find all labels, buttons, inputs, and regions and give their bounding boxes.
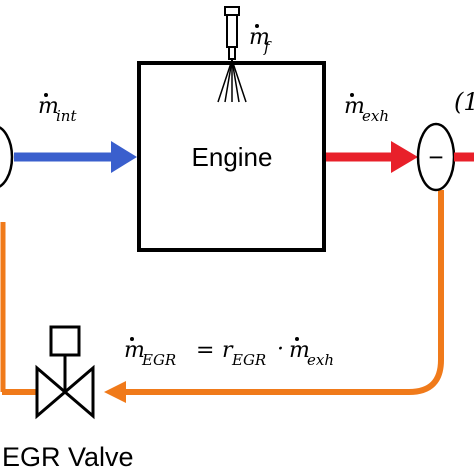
svg-text:f: f [263,38,272,56]
svg-text:r: r [222,338,234,363]
svg-text:m: m [249,25,270,50]
svg-text:EGR: EGR [141,351,176,369]
fuel-flow-label: m f [249,24,272,56]
svg-text:EGR: EGR [231,351,266,369]
exhaust-flow-arrowhead [391,141,418,173]
egr-valve-icon [35,325,95,420]
svg-text:exh: exh [362,107,389,125]
svg-text:=: = [196,338,214,363]
svg-text:m: m [38,94,59,119]
egr-flow-line [120,190,444,395]
partial-right-text: (1 [454,88,474,116]
svg-text:·: · [277,337,284,362]
svg-text:exh: exh [307,351,334,369]
svg-text:int: int [56,107,77,125]
svg-text:m: m [344,94,365,119]
fuel-injector-icon [217,6,247,103]
svg-text:m: m [289,338,310,363]
exhaust-flow-label: m exh [344,93,389,125]
svg-text:m: m [124,338,145,363]
egr-valve-label: EGR Valve [2,442,134,472]
engine-label: Engine [192,142,273,172]
egr-flow-arrowhead [104,381,126,403]
intake-flow-arrowhead [111,141,137,173]
egr-equation: m EGR = r EGR · m exh [124,337,334,369]
intake-mixer-junction [0,126,14,188]
split-junction-sign: − [428,142,443,172]
intake-flow-label: m int [38,93,77,125]
